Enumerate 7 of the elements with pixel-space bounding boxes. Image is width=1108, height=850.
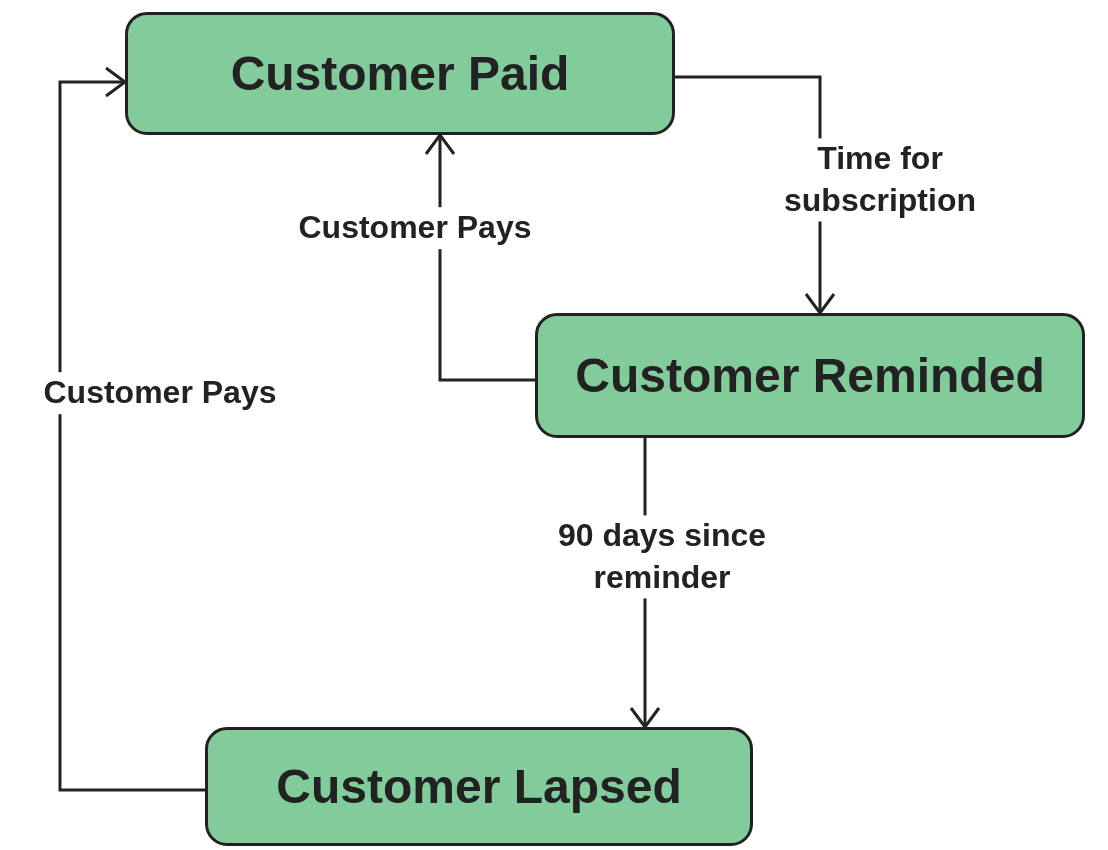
state-box	[535, 313, 1085, 438]
state-label: Customer Lapsed	[276, 758, 682, 815]
state-box	[205, 727, 753, 846]
state-label: Customer Paid	[230, 45, 570, 102]
state-label: Customer Reminded	[575, 347, 1045, 404]
state-box	[125, 12, 675, 135]
arrow	[58, 66, 205, 792]
